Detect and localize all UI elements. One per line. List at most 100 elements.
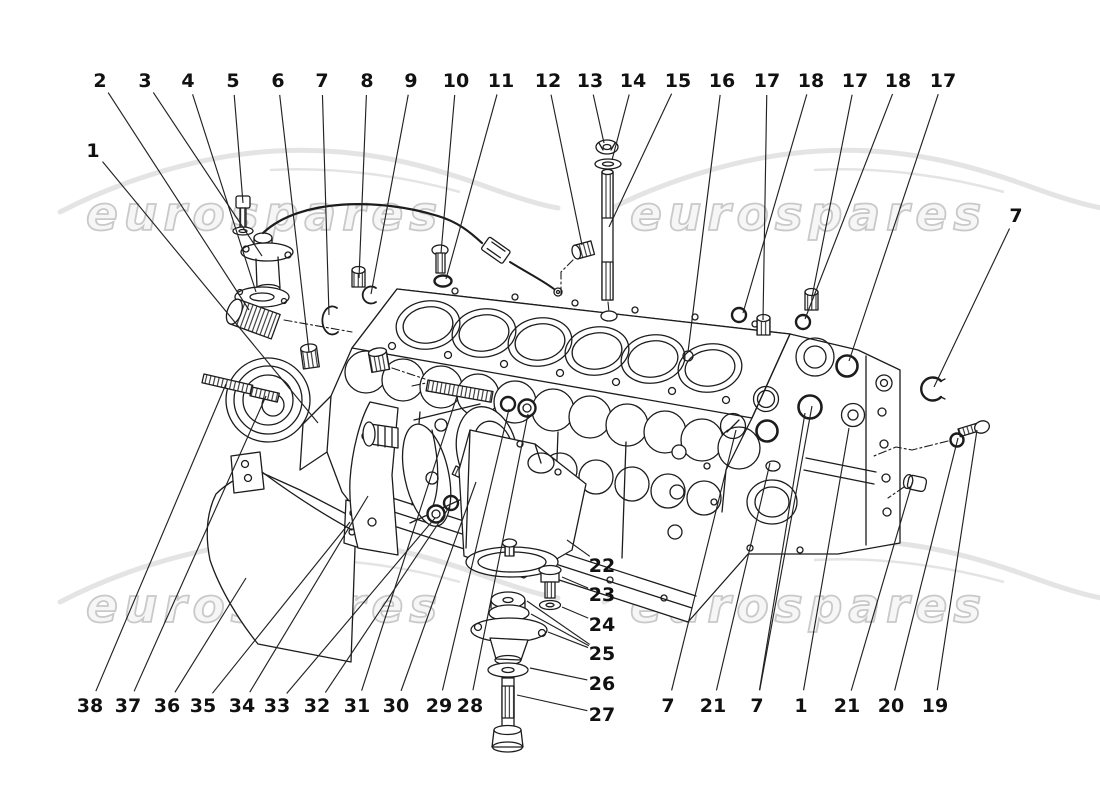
ring-7 <box>321 305 339 336</box>
part-callout-17[interactable]: 17 <box>842 70 868 92</box>
part-callout-1[interactable]: 1 <box>86 140 99 162</box>
leader-line-18 <box>804 93 894 320</box>
part-callout-5[interactable]: 5 <box>226 70 239 92</box>
part-callout-31[interactable]: 31 <box>344 695 370 717</box>
sensor-and-plugs <box>225 195 596 370</box>
leader-line-11 <box>445 94 498 280</box>
bolt-19 <box>957 420 990 438</box>
part-callout-21[interactable]: 21 <box>834 695 860 717</box>
leader-line-6 <box>279 94 310 353</box>
part-callout-22[interactable]: 22 <box>589 555 615 577</box>
part-callout-13[interactable]: 13 <box>577 70 603 92</box>
rear-face <box>703 333 893 554</box>
leader-line-31 <box>361 395 458 691</box>
leader-line-13 <box>592 94 605 144</box>
part-callout-9[interactable]: 9 <box>404 70 417 92</box>
part-callout-27[interactable]: 27 <box>589 704 615 726</box>
stud-15-group <box>594 139 622 322</box>
part-callout-15[interactable]: 15 <box>665 70 691 92</box>
car-silhouette-line <box>813 167 1005 194</box>
leader-line-29 <box>441 408 510 691</box>
snap-ring-7 <box>920 376 943 402</box>
part-callout-3[interactable]: 3 <box>138 70 151 92</box>
leader-line-18 <box>742 94 808 314</box>
leader-line-32 <box>324 505 451 693</box>
part-callout-30[interactable]: 30 <box>383 695 409 717</box>
leader-line-21 <box>715 462 771 691</box>
car-silhouette-line <box>813 557 1005 584</box>
part-callout-7[interactable]: 7 <box>661 695 674 717</box>
leader-line-33 <box>286 517 436 694</box>
leader-line-8 <box>358 94 367 279</box>
part-callout-10[interactable]: 10 <box>443 70 469 92</box>
leader-line-17 <box>848 94 939 362</box>
leader-line-19 <box>936 429 978 691</box>
part-callout-1[interactable]: 1 <box>794 695 807 717</box>
bolt-23 <box>538 564 562 599</box>
leader-line-12 <box>550 94 583 246</box>
part-callout-23[interactable]: 23 <box>589 584 615 606</box>
washer-24 <box>538 599 562 611</box>
part-callout-24[interactable]: 24 <box>589 614 615 636</box>
nut-28 <box>517 398 537 418</box>
part-callout-2[interactable]: 2 <box>93 70 106 92</box>
leader-line-25 <box>547 631 589 649</box>
part-callout-12[interactable]: 12 <box>535 70 561 92</box>
front-cover-flange <box>201 347 426 443</box>
leader-line-38 <box>95 383 227 692</box>
leader-line-27 <box>516 694 588 712</box>
bolt-27 <box>491 677 524 753</box>
stud-37 <box>249 386 280 403</box>
part-callout-16[interactable]: 16 <box>709 70 735 92</box>
watermark-text: eurospares <box>630 187 987 242</box>
car-silhouette-line <box>269 167 461 194</box>
part-callout-7[interactable]: 7 <box>315 70 328 92</box>
part-callout-20[interactable]: 20 <box>878 695 904 717</box>
part-callout-26[interactable]: 26 <box>589 673 615 695</box>
part-callout-21[interactable]: 21 <box>700 695 726 717</box>
part-callout-14[interactable]: 14 <box>620 70 646 92</box>
part-callout-18[interactable]: 18 <box>798 70 824 92</box>
part-callout-17[interactable]: 17 <box>754 70 780 92</box>
leader-line-17 <box>811 94 853 298</box>
leader-line-7 <box>321 94 330 316</box>
leader-line-14 <box>611 94 630 161</box>
leader-line-37 <box>133 395 267 692</box>
leader-line-17 <box>762 94 768 321</box>
part-callout-7[interactable]: 7 <box>750 695 763 717</box>
part-callout-28[interactable]: 28 <box>457 695 483 717</box>
leader-line-5 <box>233 94 244 204</box>
part-callout-36[interactable]: 36 <box>154 695 180 717</box>
sensor-cable <box>261 203 563 297</box>
part-callout-11[interactable]: 11 <box>488 70 514 92</box>
part-callout-25[interactable]: 25 <box>589 643 615 665</box>
part-callout-29[interactable]: 29 <box>426 695 452 717</box>
leader-line-23 <box>561 576 589 589</box>
part-callout-7[interactable]: 7 <box>1009 205 1022 227</box>
part-callout-34[interactable]: 34 <box>229 695 255 717</box>
part-callout-17[interactable]: 17 <box>930 70 956 92</box>
part-callout-33[interactable]: 33 <box>264 695 290 717</box>
leader-line-20 <box>894 437 959 691</box>
part-callout-35[interactable]: 35 <box>190 695 216 717</box>
part-callout-19[interactable]: 19 <box>922 695 948 717</box>
leader-line-3 <box>152 92 263 257</box>
leader-line-2 <box>107 92 250 311</box>
watermark-text: eurospares <box>86 187 443 242</box>
part-callout-37[interactable]: 37 <box>115 695 141 717</box>
part-callout-6[interactable]: 6 <box>271 70 284 92</box>
bolt-10 <box>431 244 449 274</box>
engine-mount-assembly <box>470 564 562 753</box>
leader-line-22 <box>566 539 591 557</box>
part-callout-32[interactable]: 32 <box>304 695 330 717</box>
part-callout-18[interactable]: 18 <box>885 70 911 92</box>
gasket-flange <box>234 286 290 308</box>
washer-20 <box>949 432 965 448</box>
leader-line-1 <box>802 427 850 691</box>
part-callout-8[interactable]: 8 <box>360 70 373 92</box>
engine-mount-bracket <box>458 429 587 579</box>
part-callout-38[interactable]: 38 <box>77 695 103 717</box>
part-callout-4[interactable]: 4 <box>181 70 194 92</box>
threaded-plug <box>367 347 391 374</box>
